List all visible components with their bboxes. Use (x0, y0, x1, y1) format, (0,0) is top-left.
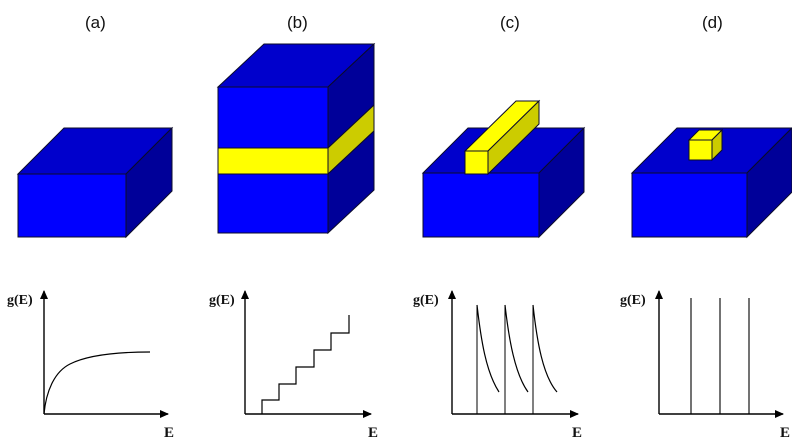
quantum-wire-front (464, 150, 489, 175)
dos-b-ylabel: g(E) (209, 293, 235, 308)
bulk-block-front (17, 173, 127, 238)
dos-b-staircase (261, 315, 350, 414)
panel-label-c: (c) (500, 13, 520, 32)
panel-label-b: (b) (287, 13, 308, 32)
dot-substrate-front (631, 172, 748, 238)
dos-a-curve (43, 351, 151, 415)
quantum-wire-block (421, 99, 586, 239)
quantum-dot-block (630, 127, 792, 239)
dos-c-xlabel: E (572, 425, 582, 439)
quantum-wire (463, 99, 541, 176)
dos-c-peak-2 (504, 304, 529, 393)
dos-c-peak-3 (532, 304, 558, 393)
quantum-well-stack (216, 42, 376, 235)
dos-b-xlabel: E (368, 425, 378, 439)
dos-c-peak-1 (476, 304, 500, 393)
well-layer-front (217, 147, 329, 175)
well-stack-front-upper (217, 86, 329, 149)
well-stack-front-lower (217, 173, 329, 234)
dos-plot-b: g(E) E (209, 290, 378, 439)
panel-label-a: (a) (85, 13, 106, 32)
dos-a-xlabel: E (164, 425, 174, 439)
dos-d-xlabel: E (780, 425, 790, 439)
dos-plot-c: g(E) E (413, 290, 582, 439)
dos-c-ylabel: g(E) (413, 293, 439, 308)
bulk-block (16, 126, 174, 239)
wire-substrate-front (422, 172, 540, 238)
dos-d-ylabel: g(E) (620, 293, 646, 308)
dos-plot-a: g(E) E (7, 290, 174, 439)
dos-plot-d: g(E) E (620, 290, 790, 439)
quantum-dot (687, 128, 724, 162)
dos-a-ylabel: g(E) (7, 293, 33, 308)
panel-label-d: (d) (702, 13, 723, 32)
quantum-dot-front (688, 139, 713, 161)
